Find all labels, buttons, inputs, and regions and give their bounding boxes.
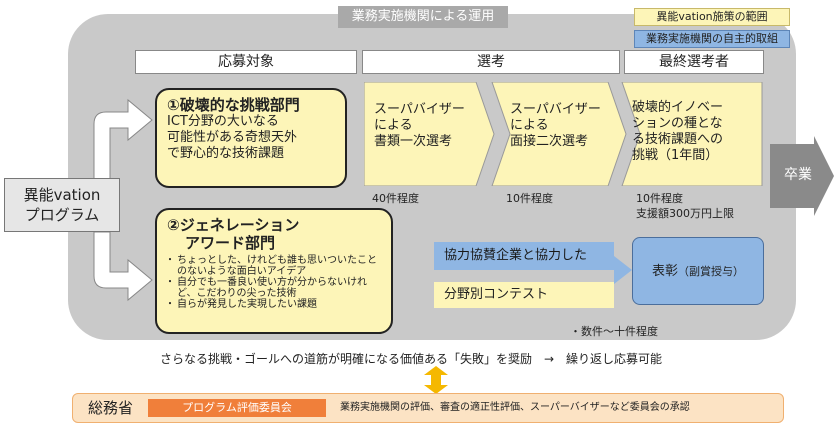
stage2-line2: による (510, 118, 549, 133)
program-line2: プログラム (24, 206, 100, 224)
stage2-arrow (491, 82, 627, 186)
category2-bullet: 自分でも一番良い使い方が分からないけれど、こだわりの尖った技術 (165, 277, 381, 299)
category-generation-award: ②ジェネレーション アワード部門 ちょっとした、けれども誰も思いついたことのない… (155, 208, 393, 334)
program-box: 異能vation プログラム (4, 178, 120, 232)
stage2-count: 10件程度 (506, 192, 553, 205)
stage1-line3: 書類一次選考 (374, 134, 453, 149)
bent-arrow-down (93, 232, 153, 302)
contest-arrow-icon (614, 256, 632, 284)
stage3-line4: 挑戦（1年間） (632, 148, 719, 163)
category1-line2: 可能性がある奇想天外 (167, 130, 298, 145)
stage3-line2: ションの種とな (632, 116, 723, 131)
category1-line1: ICT分野の大いなる (167, 114, 279, 129)
header-finalists: 最終選考者 (624, 50, 764, 74)
program-line1: 異能vation (23, 186, 101, 204)
stage3-text: 破壊的イノベー ションの種とな る技術課題への 挑戦（1年間） (632, 100, 764, 164)
category2-bullet: 自らが発見した実現したい課題 (165, 299, 381, 310)
stage2-line3: 面接二次選考 (510, 134, 589, 149)
stage3-support: 支援額300万円上限 (636, 207, 734, 220)
stage3-arrow (621, 82, 763, 186)
evaluation-committee: プログラム評価委員会 (148, 399, 326, 417)
category2-title-line2: アワード部門 (185, 234, 276, 252)
stage1-text: スーパバイザー による 書類一次選考 (364, 92, 476, 150)
operation-label: 業務実施機関による運用 (338, 6, 508, 28)
category2-bullets: ちょっとした、けれども誰も思いついたことのないような面白いアイデア 自分でも一番… (165, 255, 381, 310)
committee-description: 業務実施機関の評価、審査の適正性評価、スーパーバイザーなど委員会の承認 (340, 402, 690, 413)
category2-title-line1: ②ジェネレーション (167, 216, 300, 234)
legend-blue: 業務実施機関の自主的取組 (634, 30, 790, 48)
category1-title: ①破壊的な挑戦部門 (167, 96, 300, 114)
category2-bullet: ちょっとした、けれども誰も思いついたことのないような面白いアイデア (165, 255, 381, 277)
category-disruptive-challenge: ①破壊的な挑戦部門 ICT分野の大いなる 可能性がある奇想天外 で野心的な技術課… (155, 88, 347, 188)
category1-line3: で野心的な技術課題 (167, 146, 285, 161)
stage2-line1: スーパバイザー (510, 102, 601, 117)
stage1-count: 40件程度 (372, 192, 419, 205)
graduation-label: 卒業 (784, 167, 812, 183)
contest-banner-partner: 協力協賛企業と協力した (434, 242, 614, 270)
graduation-arrow (770, 136, 834, 216)
stage1-line1: スーパバイザー (374, 102, 465, 117)
header-selection: 選考 (362, 50, 620, 74)
contest-count: ・数件〜十件程度 (570, 325, 658, 338)
stage3-count: 10件程度 (636, 192, 683, 205)
contest-banner-field: 分野別コンテスト (434, 282, 614, 308)
footer-text: さらなる挑戦・ゴールへの道筋が明確になる価値ある「失敗」を奨励 → 繰り返し応募… (160, 352, 663, 366)
stage3-line3: る技術課題への (632, 132, 724, 147)
stage3-line1: 破壊的イノベー (632, 100, 724, 115)
ministry-label: 総務省 (88, 399, 134, 417)
bent-arrow-up (93, 98, 153, 180)
stage1-arrow (364, 82, 495, 186)
legend-yellow: 異能vation施策の範囲 (634, 8, 790, 26)
selection-flow-arrows (364, 82, 763, 186)
stage2-text: スーパバイザー による 面接二次選考 (500, 92, 612, 150)
double-arrow-icon (424, 366, 448, 394)
award-sub: （副賞授与） (678, 265, 744, 278)
header-applicants: 応募対象 (135, 50, 357, 74)
award-main: 表彰 (651, 264, 678, 279)
stage1-line2: による (374, 118, 413, 133)
award-box: 表彰（副賞授与） (632, 237, 764, 305)
